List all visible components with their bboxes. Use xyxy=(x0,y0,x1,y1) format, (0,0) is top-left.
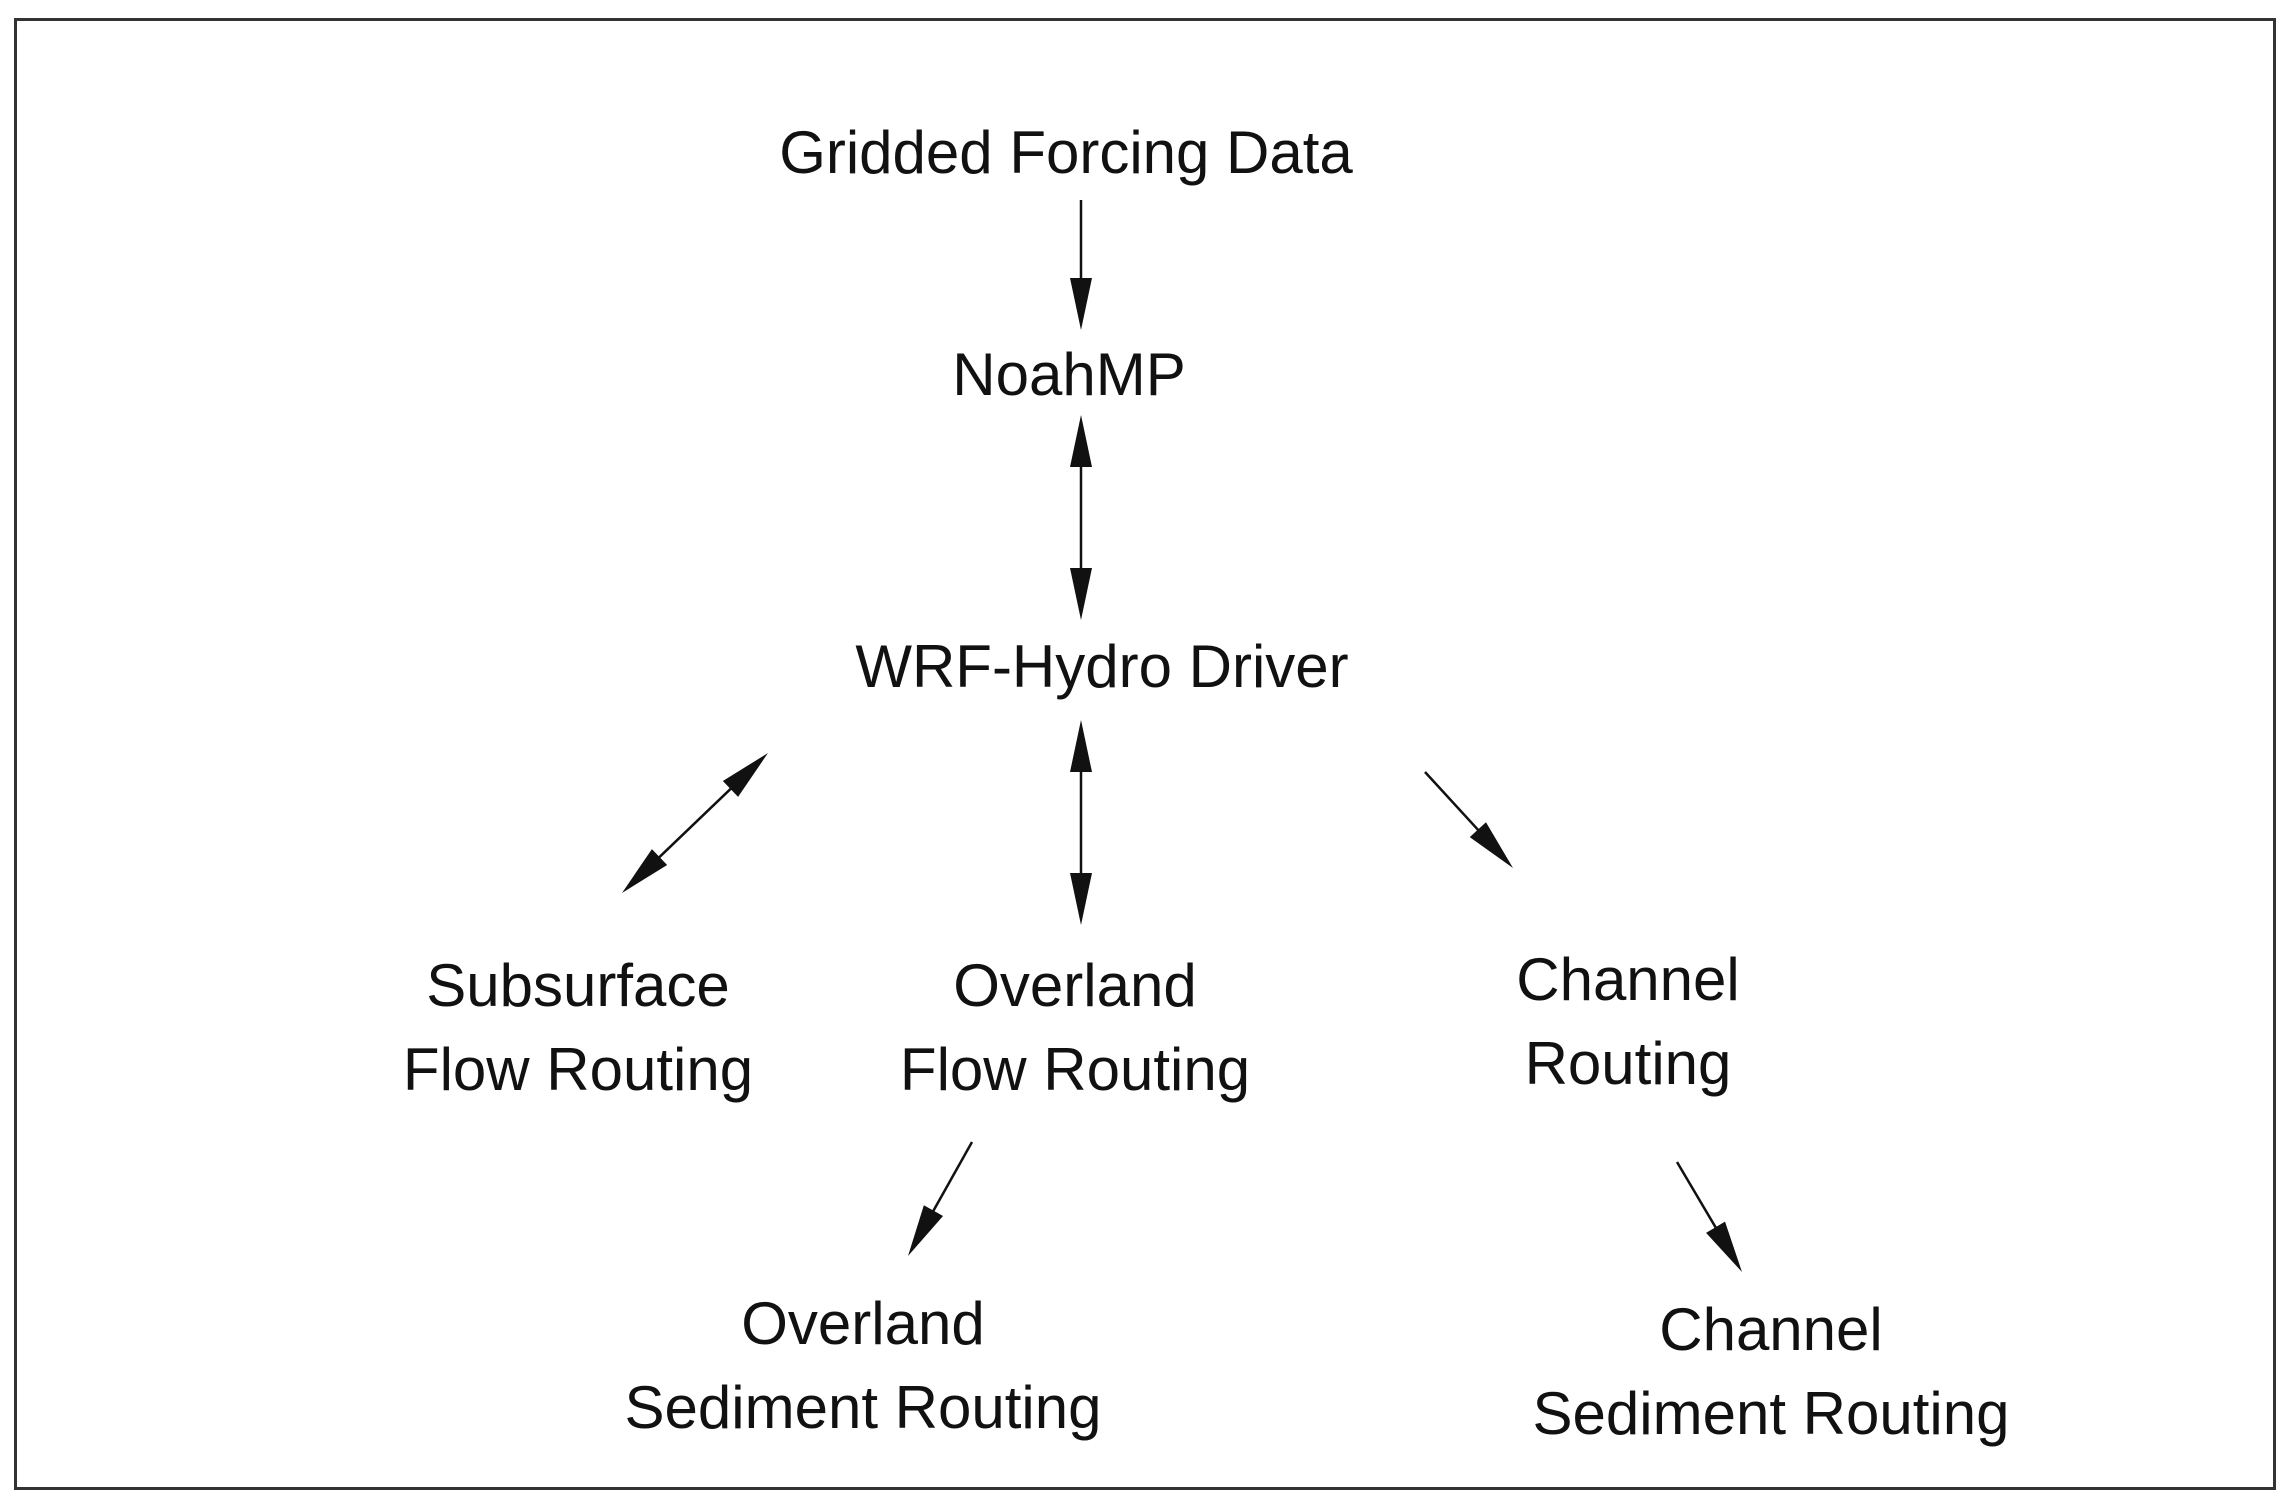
edge-driver-to-channel xyxy=(1424,771,1513,868)
node-label-line: Channel xyxy=(1659,1296,1883,1363)
node-label-line: NoahMP xyxy=(952,341,1186,408)
node-label-line: Sediment Routing xyxy=(624,1374,1102,1441)
edge-noahmp-to-driver xyxy=(1070,415,1092,620)
edge-driver-to-subsurface xyxy=(622,753,768,893)
arrowhead xyxy=(1070,415,1092,467)
node-subsurface-flow-routing: Subsurface Flow Routing xyxy=(403,944,753,1112)
arrowhead xyxy=(1070,568,1092,620)
arrowhead xyxy=(1070,278,1092,330)
node-label-line: Gridded Forcing Data xyxy=(779,119,1353,186)
node-overland-flow-routing: Overland Flow Routing xyxy=(900,944,1250,1112)
arrow-shaft xyxy=(927,1141,974,1221)
arrowhead xyxy=(722,753,768,797)
edge-overland-to-overland-sediment xyxy=(908,1141,974,1256)
node-noahmp: NoahMP xyxy=(952,333,1185,417)
edge-forcing-to-noahmp xyxy=(1070,200,1092,330)
arrowhead xyxy=(908,1205,944,1256)
node-label-line: Overland xyxy=(953,952,1197,1019)
node-wrf-hydro-driver: WRF-Hydro Driver xyxy=(855,625,1348,709)
node-gridded-forcing-data: Gridded Forcing Data xyxy=(779,111,1353,195)
arrowhead xyxy=(622,849,668,893)
node-label-line: Channel xyxy=(1516,946,1740,1013)
arrowhead xyxy=(1070,720,1092,772)
node-label-line: Flow Routing xyxy=(402,1036,754,1103)
edge-channel-to-channel-sediment xyxy=(1675,1161,1742,1272)
node-channel-sediment-routing: Channel Sediment Routing xyxy=(1533,1288,2010,1456)
node-label-line: Flow Routing xyxy=(899,1036,1251,1103)
arrowhead xyxy=(1469,822,1513,868)
edge-driver-to-overland xyxy=(1070,720,1092,925)
node-label-line: Routing xyxy=(1524,1030,1732,1097)
node-overland-sediment-routing: Overland Sediment Routing xyxy=(625,1282,1102,1450)
node-label-line: Subsurface xyxy=(426,952,730,1019)
arrow-shaft xyxy=(1424,771,1486,839)
arrowhead xyxy=(1070,873,1092,925)
arrow-shaft xyxy=(1675,1161,1722,1237)
node-label-line: Overland xyxy=(741,1290,985,1357)
node-label-line: WRF-Hydro Driver xyxy=(855,633,1349,700)
node-channel-routing: Channel Routing xyxy=(1516,938,1740,1106)
arrow-shaft xyxy=(651,780,739,866)
arrowhead xyxy=(1706,1221,1742,1272)
node-label-line: Sediment Routing xyxy=(1532,1380,2010,1447)
diagram-frame xyxy=(14,18,2276,1490)
